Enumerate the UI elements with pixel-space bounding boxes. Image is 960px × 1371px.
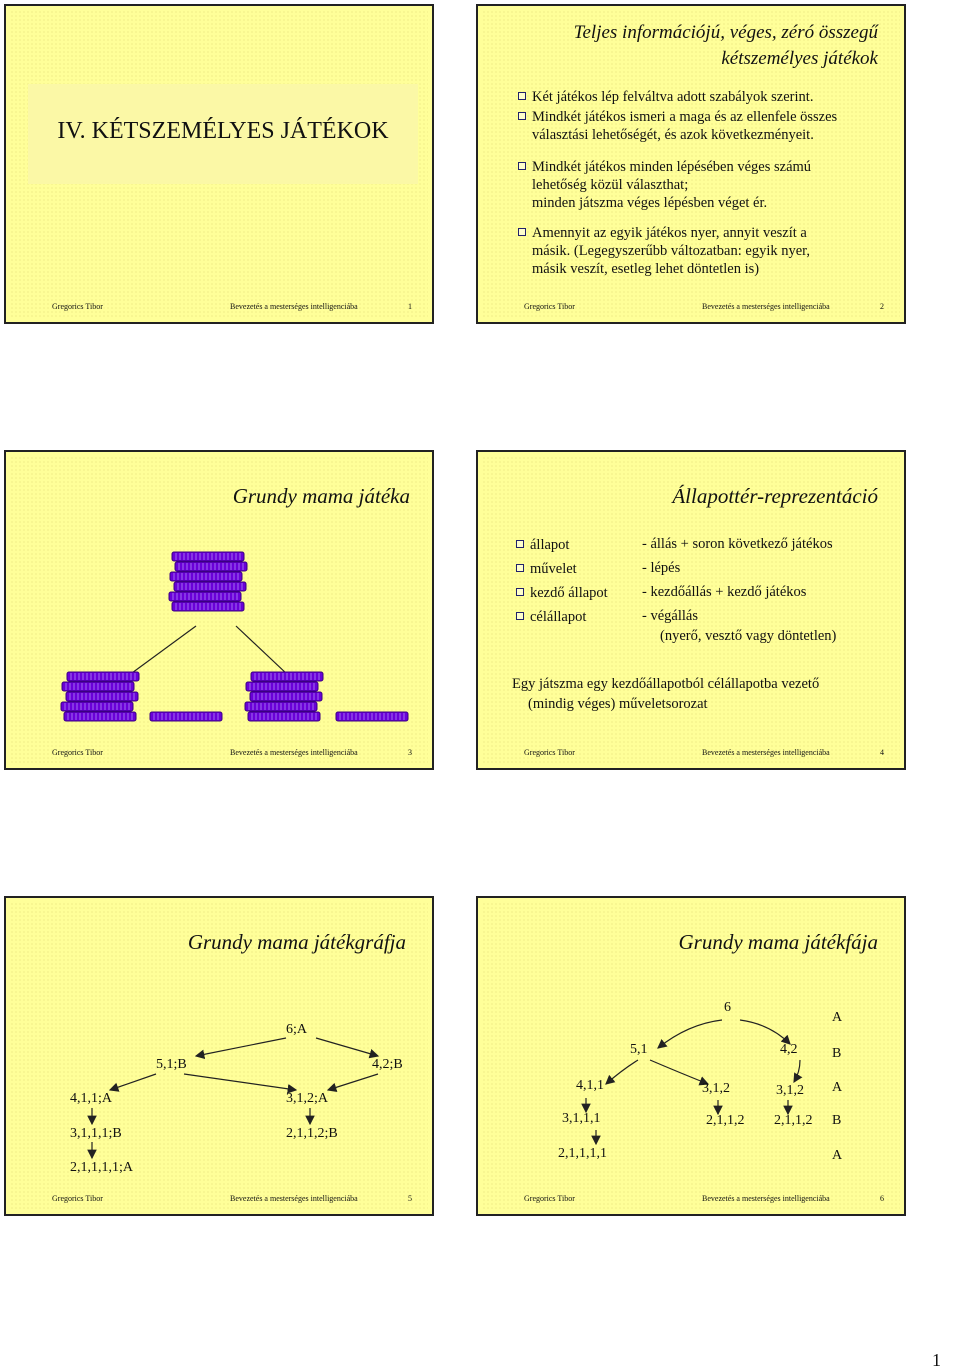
row-operator-desc: - lépés (642, 560, 681, 576)
player-label: A (832, 1080, 843, 1095)
slide-2: Teljes információjú, véges, zéró összegű… (476, 4, 906, 324)
row-start-state-desc: - kezdőállás + kezdő játékos (642, 584, 807, 600)
footer-course: Bevezetés a mesterséges intelligenciába (702, 748, 830, 757)
slide-3-title: Grundy mama játéka (232, 484, 410, 508)
tree-node: 2,1,1,2 (706, 1113, 745, 1128)
slide-footer: Gregorics Tibor Bevezetés a mesterséges … (478, 748, 904, 762)
graph-node: 2,1,1,2;B (286, 1126, 338, 1141)
tree-node: 4,1,1 (576, 1078, 604, 1093)
slide-4: Állapottér-reprezentáció állapot - állás… (476, 450, 906, 770)
footer-author: Gregorics Tibor (524, 1194, 575, 1203)
row-goal-state: célállapot (516, 608, 586, 626)
tree-node: 4,2 (780, 1042, 798, 1057)
checkbox-bullet-icon (518, 92, 526, 100)
slide-1-title-panel (28, 84, 418, 184)
bullet-4: Amennyit az egyik játékos nyer, annyit v… (518, 224, 810, 278)
footer-course: Bevezetés a mesterséges intelligenciába (230, 302, 358, 311)
slide-1: IV. KÉTSZEMÉLYES JÁTÉKOK Gregorics Tibor… (4, 4, 434, 324)
bullet-1: Két játékos lép felváltva adott szabályo… (518, 88, 813, 106)
footer-author: Gregorics Tibor (524, 748, 575, 757)
checkbox-bullet-icon (516, 564, 524, 572)
checkbox-bullet-icon (518, 162, 526, 170)
row-operator: művelet (516, 560, 577, 578)
tree-node: 3,1,2 (702, 1081, 730, 1096)
coin-stacks-illustration (60, 551, 409, 722)
footer-course: Bevezetés a mesterséges intelligenciába (702, 302, 830, 311)
tree-node: 2,1,1,2 (774, 1113, 813, 1128)
slide-footer: Gregorics Tibor Bevezetés a mesterséges … (6, 748, 432, 762)
graph-node: 3,1,2;A (286, 1091, 328, 1106)
player-label: A (832, 1148, 843, 1163)
graph-node: 4,2;B (372, 1057, 403, 1072)
slide-footer: Gregorics Tibor Bevezetés a mesterséges … (6, 302, 432, 316)
row-state-desc: - állás + soron következő játékos (642, 536, 833, 552)
footer-author: Gregorics Tibor (52, 748, 103, 757)
footer-course: Bevezetés a mesterséges intelligenciába (230, 1194, 358, 1203)
tree-node: 3,1,1,1 (562, 1111, 601, 1126)
footer-page: 6 (880, 1194, 884, 1203)
checkbox-bullet-icon (516, 612, 524, 620)
row-goal-state-note: (nyerő, vesztő vagy döntetlen) (660, 628, 837, 644)
checkbox-bullet-icon (516, 540, 524, 548)
slide-2-title-line1: Teljes információjú, véges, zéró összegű (573, 22, 878, 43)
slide-footer: Gregorics Tibor Bevezetés a mesterséges … (6, 1194, 432, 1208)
slide-1-title: IV. KÉTSZEMÉLYES JÁTÉKOK (57, 118, 389, 144)
slide-3: Grundy mama játéka Gregorics Tibor Bevez… (4, 450, 434, 770)
footer-course: Bevezetés a mesterséges intelligenciába (702, 1194, 830, 1203)
slide-4-title: Állapottér-reprezentáció (672, 484, 878, 508)
slide-6-title: Grundy mama játékfája (678, 930, 878, 954)
game-tree-edges (581, 1019, 803, 1146)
footer-author: Gregorics Tibor (52, 302, 103, 311)
row-start-state: kezdő állapot (516, 584, 608, 602)
footer-page: 5 (408, 1194, 412, 1203)
player-label: B (832, 1046, 842, 1061)
player-label: A (832, 1010, 843, 1025)
footer-page: 1 (408, 302, 412, 311)
slide-5: Grundy mama játékgráfja 6;A 5,1;B 4,2;B … (4, 896, 434, 1216)
player-label: B (832, 1113, 842, 1128)
footer-author: Gregorics Tibor (52, 1194, 103, 1203)
row-state: állapot (516, 536, 569, 554)
checkbox-bullet-icon (518, 112, 526, 120)
graph-node: 2,1,1,1,1;A (70, 1160, 133, 1175)
paragraph-line-2: (mindig véges) műveletsorozat (528, 696, 708, 712)
graph-node: 3,1,1,1;B (70, 1126, 122, 1141)
slide-footer: Gregorics Tibor Bevezetés a mesterséges … (478, 1194, 904, 1208)
footer-course: Bevezetés a mesterséges intelligenciába (230, 748, 358, 757)
tree-node: 3,1,2 (776, 1083, 804, 1098)
footer-page: 4 (880, 748, 884, 757)
checkbox-bullet-icon (518, 228, 526, 236)
checkbox-bullet-icon (516, 588, 524, 596)
row-goal-state-desc: - végállás (642, 608, 698, 624)
slide-footer: Gregorics Tibor Bevezetés a mesterséges … (478, 302, 904, 316)
bullet-3: Mindkét játékos minden lépésében véges s… (518, 158, 811, 212)
graph-node: 6;A (286, 1022, 307, 1037)
tree-node: 6 (724, 1000, 731, 1015)
slide-5-title: Grundy mama játékgráfja (187, 930, 406, 954)
page-number: 1 (932, 1350, 941, 1370)
footer-author: Gregorics Tibor (524, 302, 575, 311)
slide-6: Grundy mama játékfája 6 5,1 4,2 4,1,1 3,… (476, 896, 906, 1216)
game-graph-edges (87, 1037, 380, 1160)
graph-node: 5,1;B (156, 1057, 187, 1072)
paragraph-line-1: Egy játszma egy kezdőállapotból célállap… (512, 676, 820, 692)
tree-node: 2,1,1,1,1 (558, 1146, 607, 1161)
bullet-2: Mindkét játékos ismeri a maga és az elle… (518, 108, 837, 144)
graph-node: 4,1,1;A (70, 1091, 112, 1106)
footer-page: 3 (408, 748, 412, 757)
slide-2-title-line2: kétszemélyes játékok (721, 48, 878, 69)
tree-node: 5,1 (630, 1042, 648, 1057)
footer-page: 2 (880, 302, 884, 311)
